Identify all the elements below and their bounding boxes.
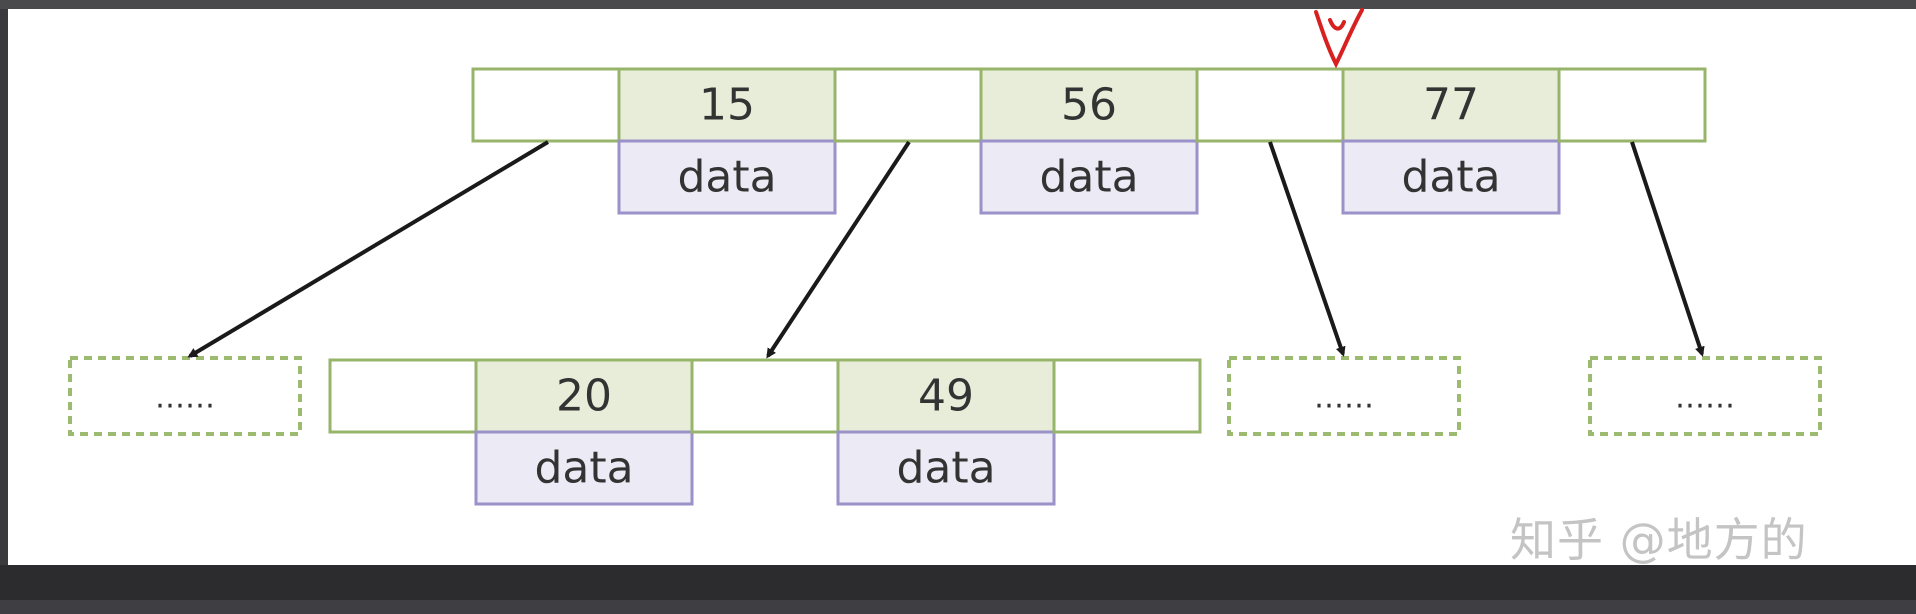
- placeholder-ellipsis-2: ……: [1314, 381, 1374, 416]
- root-node-pointer-cell: [833, 67, 983, 143]
- root-node-data-cell: [979, 139, 1199, 215]
- screen-top-bezel: [0, 0, 1916, 9]
- screen-bottom-edge: [0, 600, 1916, 614]
- placeholder-node-3: [1588, 356, 1822, 436]
- root-node-key-label: 77: [1423, 80, 1479, 131]
- child-node-key-cell: [836, 358, 1056, 434]
- child-node-data-cell: [836, 430, 1056, 506]
- root-node-key-cell: [1341, 67, 1561, 143]
- pointer-arrow-4: [1630, 141, 1705, 357]
- root-node-data-cell: [617, 139, 837, 215]
- root-node-data-label: data: [1401, 152, 1500, 203]
- watermark-text: 知乎 @地方的: [1510, 513, 1808, 567]
- placeholder-ellipsis-3: ……: [1675, 381, 1735, 416]
- root-node-data-cell: [1341, 139, 1561, 215]
- root-node-key-label: 56: [1061, 80, 1117, 131]
- placeholder-node-1: [68, 356, 302, 436]
- child-node-key-label: 20: [556, 371, 612, 422]
- root-node-pointer-cell: [1557, 67, 1707, 143]
- root-node-pointer-cell: [1195, 67, 1345, 143]
- child-node-key-label: 49: [918, 371, 974, 422]
- red-pen-mark: [1314, 8, 1364, 69]
- child-node-data-label: data: [534, 443, 633, 494]
- root-node-data-label: data: [1039, 152, 1138, 203]
- child-node-pointer-cell: [328, 358, 478, 434]
- placeholder-node-2: [1227, 356, 1461, 436]
- child-node-pointer-cell: [690, 358, 840, 434]
- placeholder-ellipsis-1: ……: [155, 381, 215, 416]
- pointer-arrow-2: [766, 140, 911, 359]
- child-node-data-cell: [474, 430, 694, 506]
- root-node-data-label: data: [677, 152, 776, 203]
- pointer-arrow-1: [187, 140, 550, 358]
- root-node-key-label: 15: [699, 80, 755, 131]
- root-node-pointer-cell: [471, 67, 621, 143]
- pointer-arrow-3: [1268, 141, 1346, 357]
- child-node-data-label: data: [896, 443, 995, 494]
- child-node-pointer-cell: [1052, 358, 1202, 434]
